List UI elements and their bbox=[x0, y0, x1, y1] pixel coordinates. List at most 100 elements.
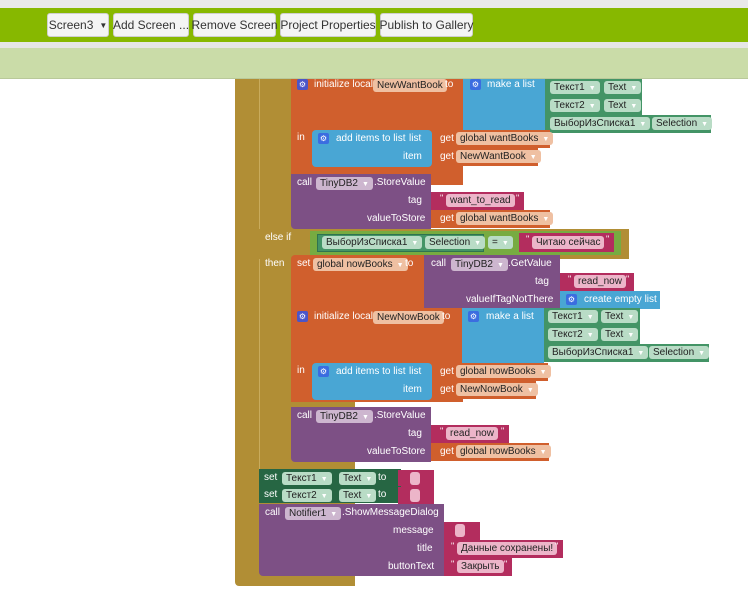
variable-dropdown[interactable]: global nowBooks▼ bbox=[456, 445, 551, 458]
variable-dropdown[interactable]: NewWantBook▼ bbox=[456, 150, 541, 163]
init-local-label: initialize local bbox=[314, 311, 373, 322]
property-dropdown[interactable]: Text▼ bbox=[601, 328, 639, 341]
gear-icon[interactable]: ⚙ bbox=[318, 366, 329, 377]
blocks-workspace[interactable]: else if then ⚙ initialize local NewWantB… bbox=[0, 79, 748, 600]
set-label: set bbox=[297, 258, 311, 269]
project-properties-button[interactable]: Project Properties bbox=[280, 13, 376, 37]
to-label: to bbox=[445, 79, 454, 90]
quote-icon: " bbox=[626, 274, 630, 284]
message-label: message bbox=[393, 525, 434, 536]
string-value[interactable] bbox=[410, 472, 420, 485]
remove-screen-button[interactable]: Remove Screen bbox=[191, 13, 278, 37]
variable-dropdown[interactable]: global nowBooks▼ bbox=[456, 365, 551, 378]
add-items-to-list-block[interactable] bbox=[312, 130, 432, 167]
gear-icon[interactable]: ⚙ bbox=[318, 133, 329, 144]
get-label: get bbox=[440, 366, 454, 377]
add-items-label: add items to list bbox=[336, 133, 406, 144]
string-value[interactable]: Данные сохранены! bbox=[457, 542, 558, 555]
variable-dropdown[interactable]: global wantBooks▼ bbox=[456, 132, 554, 145]
quote-icon: " bbox=[568, 274, 572, 284]
local-var-name[interactable]: NewWantBook bbox=[373, 79, 447, 92]
call-label: call bbox=[297, 177, 313, 188]
local-var-name[interactable]: NewNowBook bbox=[373, 311, 444, 324]
screen-select-dropdown[interactable]: Screen3▼ bbox=[47, 13, 109, 37]
component-dropdown[interactable]: Текст1▼ bbox=[548, 310, 598, 323]
property-dropdown[interactable]: Text▼ bbox=[604, 81, 642, 94]
variable-dropdown[interactable]: global nowBooks▼ bbox=[313, 258, 408, 271]
else-if-label: else if bbox=[265, 232, 292, 243]
gear-icon[interactable]: ⚙ bbox=[566, 294, 577, 305]
component-dropdown[interactable]: Текст2▼ bbox=[548, 328, 598, 341]
string-value[interactable] bbox=[455, 524, 465, 537]
variable-dropdown[interactable]: NewNowBook▼ bbox=[456, 383, 538, 396]
property-dropdown[interactable]: Selection▼ bbox=[425, 236, 486, 249]
quote-icon: " bbox=[606, 234, 610, 244]
quote-icon: " bbox=[516, 193, 520, 203]
create-empty-list-block[interactable] bbox=[560, 291, 660, 309]
property-dropdown[interactable]: Text▼ bbox=[604, 99, 642, 112]
toolbar-divider bbox=[0, 42, 748, 48]
value-to-store-label: valueToStore bbox=[367, 446, 426, 457]
quote-icon: " bbox=[451, 541, 455, 551]
add-items-to-list-block[interactable] bbox=[312, 363, 432, 400]
call-label: call bbox=[265, 507, 281, 518]
add-screen-button[interactable]: Add Screen ... bbox=[113, 13, 189, 37]
component-dropdown[interactable]: TinyDB2▼ bbox=[316, 410, 373, 423]
property-dropdown[interactable]: Text▼ bbox=[339, 472, 377, 485]
component-dropdown[interactable]: ВыборИзСписка1▼ bbox=[322, 236, 423, 249]
operator-dropdown[interactable]: =▼ bbox=[488, 236, 513, 249]
add-items-label: add items to list bbox=[336, 366, 406, 377]
quote-icon: " bbox=[501, 426, 505, 436]
component-dropdown[interactable]: TinyDB2▼ bbox=[316, 177, 373, 190]
init-local-label: initialize local bbox=[314, 79, 373, 90]
quote-icon: " bbox=[555, 541, 559, 551]
item-label: item bbox=[403, 384, 422, 395]
set-label: set bbox=[264, 489, 278, 500]
component-dropdown[interactable]: Текст1▼ bbox=[282, 472, 332, 485]
gear-icon[interactable]: ⚙ bbox=[297, 311, 308, 322]
top-strip bbox=[0, 0, 748, 8]
value-to-store-label: valueToStore bbox=[367, 213, 426, 224]
component-dropdown[interactable]: ВыборИзСписка1▼ bbox=[550, 117, 651, 130]
string-value[interactable]: read_now bbox=[574, 275, 626, 288]
publish-to-gallery-button[interactable]: Publish to Gallery bbox=[379, 13, 474, 37]
gear-icon[interactable]: ⚙ bbox=[468, 311, 479, 322]
property-dropdown[interactable]: Text▼ bbox=[601, 310, 639, 323]
property-dropdown[interactable]: Text▼ bbox=[339, 489, 377, 502]
then-label: then bbox=[265, 258, 285, 269]
gear-icon[interactable]: ⚙ bbox=[297, 79, 308, 90]
value-if-tag-not-there-label: valueIfTagNotThere bbox=[466, 294, 554, 305]
call-label: call bbox=[431, 258, 447, 269]
variable-dropdown[interactable]: global wantBooks▼ bbox=[456, 212, 554, 225]
quote-icon: " bbox=[440, 426, 444, 436]
component-dropdown[interactable]: TinyDB2▼ bbox=[451, 258, 508, 271]
component-dropdown[interactable]: Текст1▼ bbox=[550, 81, 600, 94]
to-label: to bbox=[405, 258, 414, 269]
if-block[interactable] bbox=[259, 79, 289, 469]
string-value[interactable] bbox=[410, 489, 420, 502]
string-value[interactable]: want_to_read bbox=[446, 194, 515, 207]
component-dropdown[interactable]: Notifier1▼ bbox=[285, 507, 342, 520]
string-value[interactable]: read_now bbox=[446, 427, 498, 440]
string-value[interactable]: Читаю сейчас bbox=[532, 236, 605, 249]
get-label: get bbox=[440, 151, 454, 162]
method-label: .StoreValue bbox=[374, 410, 426, 421]
method-label: .ShowMessageDialog bbox=[342, 507, 439, 518]
get-label: get bbox=[440, 213, 454, 224]
string-value[interactable]: Закрыть bbox=[457, 560, 504, 573]
quote-icon: " bbox=[440, 193, 444, 203]
make-a-list-label: make a list bbox=[486, 311, 534, 322]
component-dropdown[interactable]: Текст2▼ bbox=[282, 489, 332, 502]
set-label: set bbox=[264, 472, 278, 483]
quote-icon: " bbox=[451, 559, 455, 569]
get-label: get bbox=[440, 133, 454, 144]
property-dropdown[interactable]: Selection▼ bbox=[652, 117, 713, 130]
gear-icon[interactable]: ⚙ bbox=[470, 79, 481, 90]
component-dropdown[interactable]: Текст2▼ bbox=[550, 99, 600, 112]
component-dropdown[interactable]: ВыборИзСписка1▼ bbox=[548, 346, 649, 359]
property-dropdown[interactable]: Selection▼ bbox=[649, 346, 710, 359]
sub-toolbar bbox=[0, 48, 748, 79]
item-label: item bbox=[403, 151, 422, 162]
list-label: list bbox=[409, 366, 422, 377]
get-label: get bbox=[440, 446, 454, 457]
